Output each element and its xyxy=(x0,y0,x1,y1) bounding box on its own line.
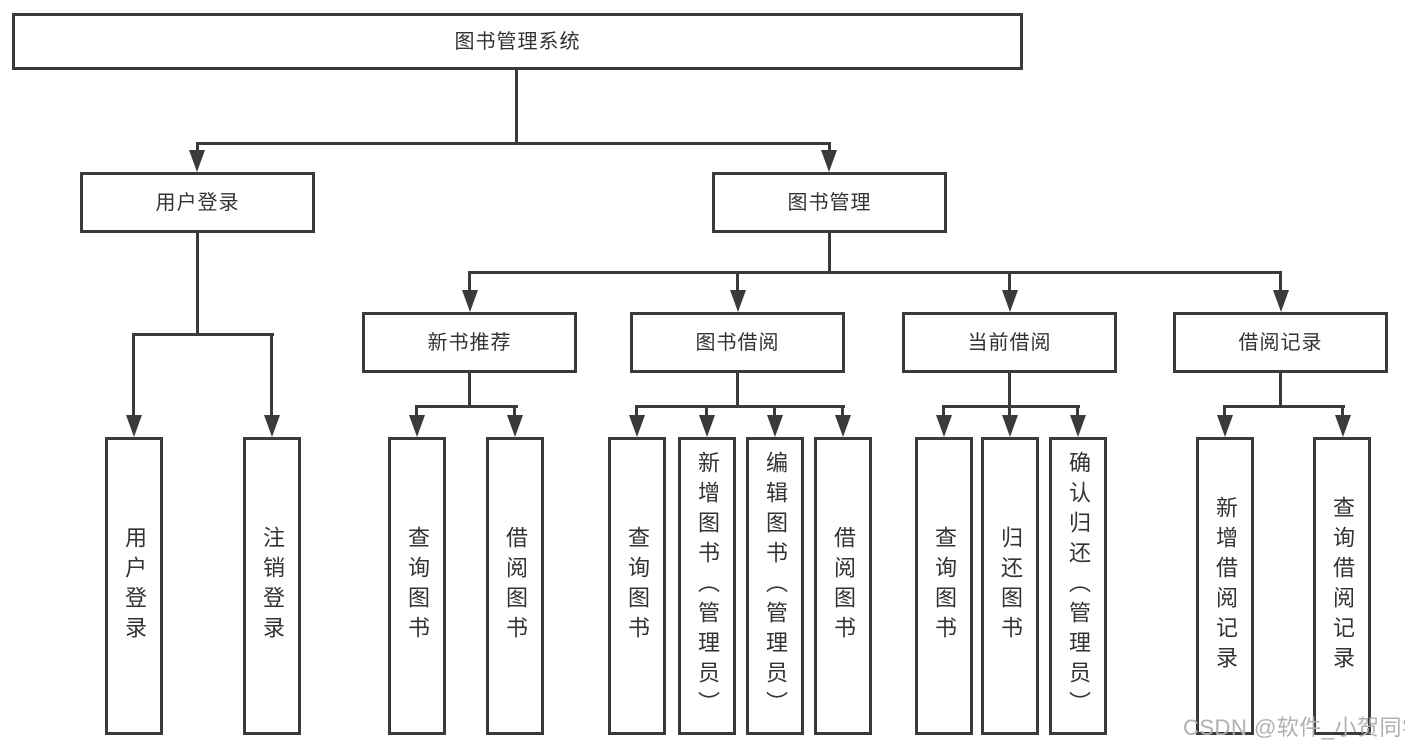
node-label: 确认归还（管理员） xyxy=(1066,451,1091,721)
arrow-down-icon xyxy=(507,415,523,437)
arrow-down-icon xyxy=(1335,415,1351,437)
node-new-book-recommend: 新书推荐 xyxy=(362,312,577,373)
arrow-down-icon xyxy=(189,150,205,172)
node-label: 新增借阅记录 xyxy=(1213,496,1238,676)
arrow-down-icon xyxy=(1217,415,1233,437)
node-label: 查询图书 xyxy=(625,526,650,646)
leaf-add-book-admin: 新增图书（管理员） xyxy=(678,437,736,735)
node-label: 图书管理 xyxy=(787,191,872,214)
connector-stem xyxy=(468,373,471,408)
leaf-query-book-2: 查询图书 xyxy=(608,437,666,735)
connector-stem xyxy=(1008,373,1011,408)
connector-shaft xyxy=(773,405,776,417)
node-label: 当前借阅 xyxy=(967,331,1052,354)
connector-stem xyxy=(1279,373,1282,408)
arrow-down-icon xyxy=(821,150,837,172)
leaf-borrow-book-2: 借阅图书 xyxy=(814,437,872,735)
node-label: 用户登录 xyxy=(155,191,240,214)
connector-bar xyxy=(942,405,1080,408)
arrow-down-icon xyxy=(629,415,645,437)
arrow-down-icon xyxy=(1273,290,1289,312)
node-label: 归还图书 xyxy=(998,526,1023,646)
connector-shaft xyxy=(736,271,739,293)
leaf-user-login: 用户登录 xyxy=(105,437,163,735)
arrow-down-icon xyxy=(409,415,425,437)
leaf-add-borrow-record: 新增借阅记录 xyxy=(1196,437,1254,735)
connector-shaft xyxy=(1076,405,1079,417)
node-borrow-record: 借阅记录 xyxy=(1173,312,1388,373)
arrow-down-icon xyxy=(1002,415,1018,437)
csdn-watermark: CSDN @软件_小贺同学 xyxy=(1183,715,1405,740)
connector-shaft xyxy=(468,271,471,293)
leaf-edit-book-admin: 编辑图书（管理员） xyxy=(746,437,804,735)
connector-bar xyxy=(635,405,845,408)
node-label: 查询图书 xyxy=(932,526,957,646)
connector-shaft xyxy=(942,405,945,417)
node-label: 编辑图书（管理员） xyxy=(763,451,788,721)
connector-shaft xyxy=(415,405,418,417)
node-user-login: 用户登录 xyxy=(80,172,315,233)
arrow-down-icon xyxy=(264,415,280,437)
node-label: 注销登录 xyxy=(260,526,285,646)
connector-shaft xyxy=(196,142,199,152)
node-label: 用户登录 xyxy=(122,526,147,646)
arrow-down-icon xyxy=(126,415,142,437)
connector-shaft xyxy=(132,333,135,417)
connector-stem xyxy=(828,233,831,274)
connector-shaft xyxy=(270,333,273,417)
arrow-down-icon xyxy=(462,290,478,312)
leaf-confirm-return-admin: 确认归还（管理员） xyxy=(1049,437,1107,735)
node-label: 查询图书 xyxy=(405,526,430,646)
node-label: 新书推荐 xyxy=(427,331,512,354)
connector-shaft xyxy=(1279,271,1282,293)
connector-shaft xyxy=(841,405,844,417)
arrow-down-icon xyxy=(1070,415,1086,437)
connector-bar xyxy=(468,271,1282,274)
connector-bar xyxy=(415,405,518,408)
node-book-management: 图书管理 xyxy=(712,172,947,233)
leaf-query-borrow-record: 查询借阅记录 xyxy=(1313,437,1371,735)
node-label: 查询借阅记录 xyxy=(1330,496,1355,676)
arrow-down-icon xyxy=(699,415,715,437)
arrow-down-icon xyxy=(767,415,783,437)
connector-stem xyxy=(736,373,739,408)
node-label: 借阅记录 xyxy=(1238,331,1323,354)
connector-shaft xyxy=(1341,405,1344,417)
connector-bar xyxy=(132,333,274,336)
connector-shaft xyxy=(705,405,708,417)
leaf-query-book-1: 查询图书 xyxy=(388,437,446,735)
leaf-query-book-3: 查询图书 xyxy=(915,437,973,735)
node-label: 借阅图书 xyxy=(503,526,528,646)
leaf-logout: 注销登录 xyxy=(243,437,301,735)
arrow-down-icon xyxy=(1002,290,1018,312)
connector-bar xyxy=(1223,405,1345,408)
node-label: 图书借阅 xyxy=(695,331,780,354)
arrow-down-icon xyxy=(835,415,851,437)
connector-shaft xyxy=(828,142,831,152)
node-book-borrow: 图书借阅 xyxy=(630,312,845,373)
connector-root-stem xyxy=(515,68,518,145)
node-label: 新增图书（管理员） xyxy=(695,451,720,721)
node-root: 图书管理系统 xyxy=(12,13,1023,70)
connector-root-bar xyxy=(196,142,831,145)
connector-shaft xyxy=(513,405,516,417)
node-current-borrow: 当前借阅 xyxy=(902,312,1117,373)
arrow-down-icon xyxy=(730,290,746,312)
connector-stem xyxy=(196,233,199,336)
connector-shaft xyxy=(1223,405,1226,417)
connector-shaft xyxy=(1008,405,1011,417)
leaf-borrow-book-1: 借阅图书 xyxy=(486,437,544,735)
leaf-return-book: 归还图书 xyxy=(981,437,1039,735)
connector-shaft xyxy=(635,405,638,417)
node-label: 图书管理系统 xyxy=(454,30,581,53)
connector-shaft xyxy=(1008,271,1011,293)
node-label: 借阅图书 xyxy=(831,526,856,646)
arrow-down-icon xyxy=(936,415,952,437)
